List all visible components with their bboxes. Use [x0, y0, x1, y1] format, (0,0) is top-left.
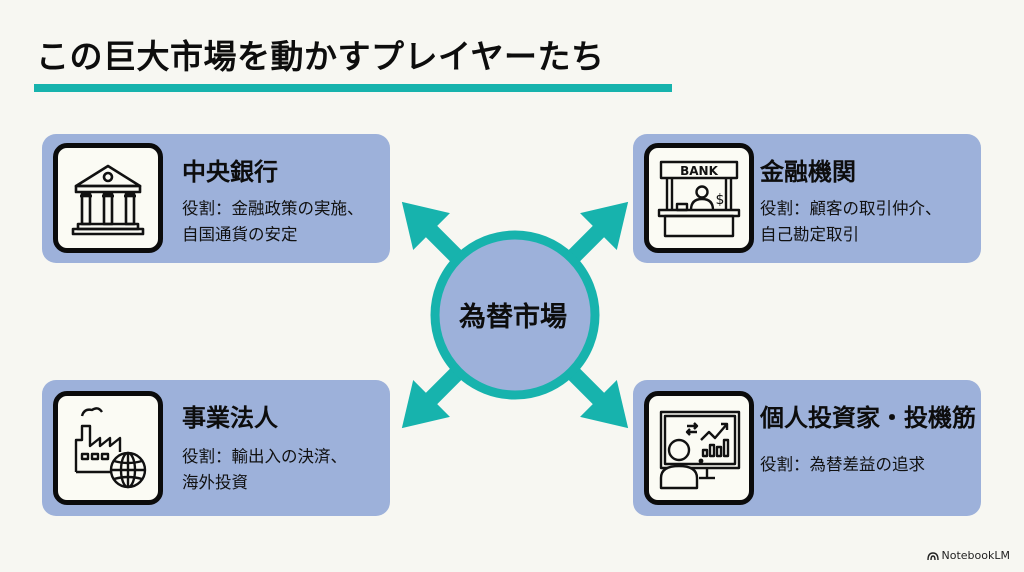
notebooklm-logo-icon: [926, 551, 939, 560]
role-line: 海外投資: [182, 473, 248, 492]
player-card-central-bank: 中央銀行 役割：金融政策の実施、 自国通貨の安定: [42, 134, 390, 263]
player-name: 金融機関: [760, 158, 856, 186]
trader-monitor-icon: [659, 410, 741, 490]
icon-frame: [53, 391, 163, 505]
player-name: 事業法人: [182, 404, 278, 432]
player-card-financial-institution: BANK $ 金融機関 役割：顧客の取引仲介、 自己勘定取引: [633, 134, 981, 263]
player-role: 役割：輸出入の決済、 海外投資: [182, 444, 347, 496]
hub-diagram: [401, 201, 629, 429]
player-card-corporation: 事業法人 役割：輸出入の決済、 海外投資: [42, 380, 390, 516]
role-line: 自己勘定取引: [760, 225, 859, 244]
svg-text:$: $: [716, 192, 725, 208]
brand-watermark: NotebookLM: [926, 549, 1010, 562]
icon-frame: BANK $: [644, 143, 754, 253]
hub-label: 為替市場: [459, 302, 567, 333]
hub-circle: [430, 230, 600, 400]
bank-counter-icon: BANK $: [657, 160, 741, 238]
role-line: 役割：金融政策の実施、: [182, 199, 364, 218]
factory-globe-icon: [74, 407, 147, 489]
player-role: 役割：為替差益の追求: [760, 452, 925, 478]
slide-title: この巨大市場を動かすプレイヤーたち: [36, 37, 605, 76]
player-name: 個人投資家・投機筋: [760, 404, 976, 432]
role-line: 自国通貨の安定: [182, 225, 298, 244]
role-line: 役割：輸出入の決済、: [182, 447, 347, 466]
player-name: 中央銀行: [182, 158, 278, 186]
role-line: 役割：為替差益の追求: [760, 455, 925, 474]
player-role: 役割：金融政策の実施、 自国通貨の安定: [182, 196, 364, 248]
bank-sign-text: BANK: [680, 164, 718, 178]
player-role: 役割：顧客の取引仲介、 自己勘定取引: [760, 196, 942, 248]
icon-frame: [644, 391, 754, 505]
player-card-individual-speculator: 個人投資家・投機筋 役割：為替差益の追求: [633, 380, 981, 516]
title-underline: [34, 84, 672, 92]
bank-building-icon: [71, 164, 145, 236]
brand-name: NotebookLM: [941, 549, 1010, 562]
role-line: 役割：顧客の取引仲介、: [760, 199, 942, 218]
icon-frame: [53, 143, 163, 253]
